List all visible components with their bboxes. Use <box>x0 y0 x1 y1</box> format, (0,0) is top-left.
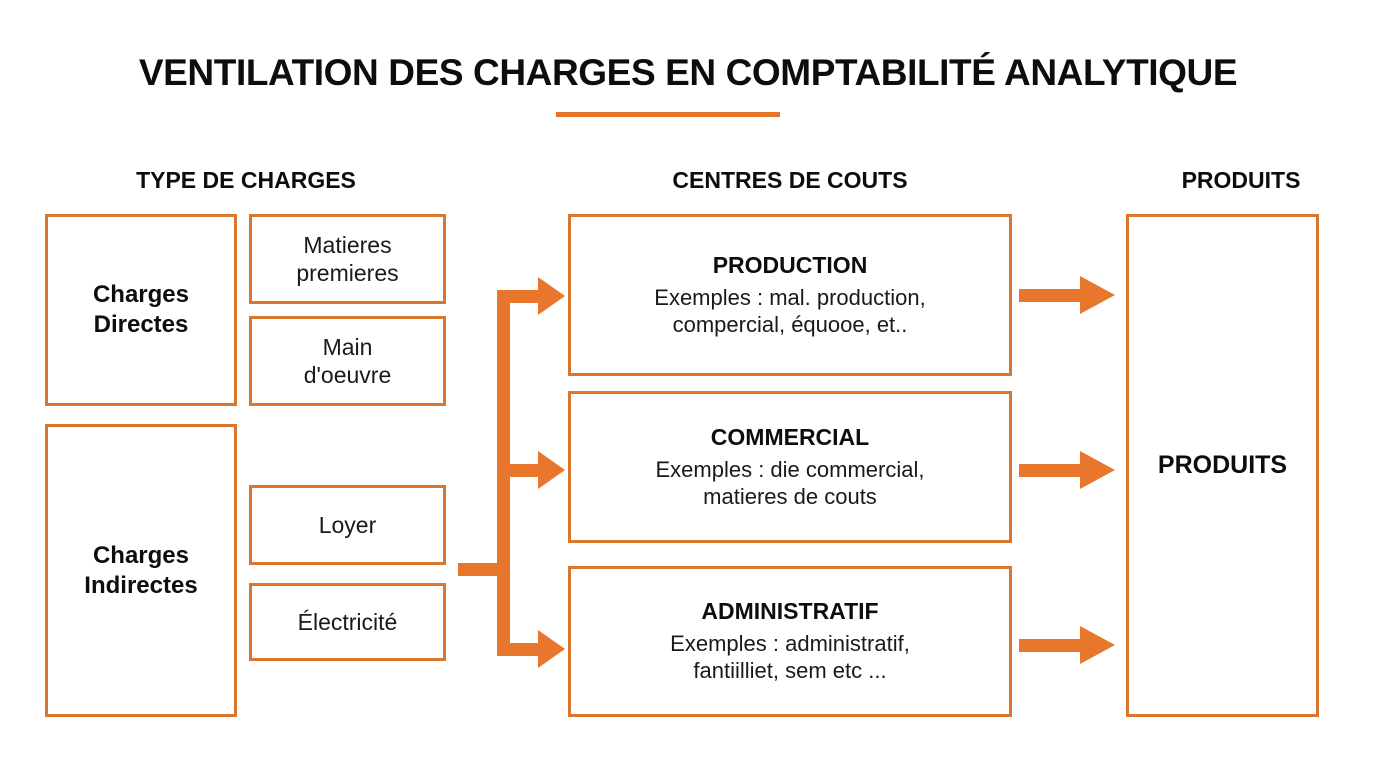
connector-arm-to-administratif <box>503 643 541 656</box>
charges-directes-label-line2: Directes <box>93 311 189 338</box>
box-cost-center-commercial: COMMERCIAL Exemples : die commercial, ma… <box>568 391 1012 543</box>
production-examples-line2: compercial, équooe, et.. <box>672 311 908 337</box>
main-doeuvre-line1: Main <box>322 333 373 360</box>
box-cost-center-administratif: ADMINISTRATIF Exemples : administratif, … <box>568 566 1012 717</box>
produits-label: PRODUITS <box>1157 450 1288 479</box>
matieres-premieres-line2: premieres <box>296 260 399 286</box>
column-heading-type-de-charges: TYPE DE CHARGES <box>136 167 356 193</box>
box-charges-indirectes: Charges Indirectes <box>45 424 237 717</box>
arrow-shaft-production-to-produits <box>1019 289 1085 302</box>
box-cost-center-production: PRODUCTION Exemples : mal. production, c… <box>568 214 1012 376</box>
commercial-examples-line2: matieres de couts <box>703 483 877 509</box>
connector-arm-to-commercial <box>503 464 541 477</box>
box-produits: PRODUITS <box>1126 214 1319 717</box>
page-title: VENTILATION DES CHARGES EN COMPTABILITÉ … <box>138 52 1238 93</box>
administratif-examples-line2: fantiilliet, sem etc ... <box>693 658 887 684</box>
box-electricite: Électricité <box>249 583 446 661</box>
commercial-title: COMMERCIAL <box>710 423 870 450</box>
commercial-examples-line1: Exemples : die commercial, <box>655 456 925 482</box>
arrow-head-commercial-to-produits-icon <box>1080 451 1115 489</box>
administratif-title: ADMINISTRATIF <box>701 598 879 625</box>
charges-indirectes-label-line2: Indirectes <box>84 571 198 599</box>
main-doeuvre-line2: d'oeuvre <box>303 362 392 388</box>
arrow-shaft-administratif-to-produits <box>1019 639 1085 652</box>
arrow-head-to-administratif-icon <box>538 630 565 668</box>
electricite-label: Électricité <box>297 608 398 635</box>
administratif-examples-line1: Exemples : administratif, <box>670 631 910 657</box>
production-title: PRODUCTION <box>712 251 868 278</box>
box-main-doeuvre: Main d'oeuvre <box>249 316 446 406</box>
connector-stub-from-charges <box>458 563 503 576</box>
arrow-head-to-commercial-icon <box>538 451 565 489</box>
arrow-head-administratif-to-produits-icon <box>1080 626 1115 664</box>
connector-arm-to-production <box>503 290 541 303</box>
column-heading-produits: PRODUITS <box>1181 167 1301 193</box>
production-examples-line1: Exemples : mal. production, <box>654 284 926 310</box>
arrow-head-production-to-produits-icon <box>1080 276 1115 314</box>
charges-indirectes-label-line1: Charges <box>92 541 190 569</box>
box-loyer: Loyer <box>249 485 446 565</box>
loyer-label: Loyer <box>318 511 377 538</box>
box-matieres-premieres: Matieres premieres <box>249 214 446 304</box>
title-underline-accent <box>556 112 780 117</box>
column-heading-centres-de-couts: CENTRES DE COUTS <box>672 167 908 193</box>
arrow-head-to-production-icon <box>538 277 565 315</box>
box-charges-directes: Charges Directes <box>45 214 237 406</box>
charges-directes-label-line1: Charges <box>92 281 190 308</box>
matieres-premieres-line1: Matieres <box>303 231 392 258</box>
arrow-shaft-commercial-to-produits <box>1019 464 1085 477</box>
